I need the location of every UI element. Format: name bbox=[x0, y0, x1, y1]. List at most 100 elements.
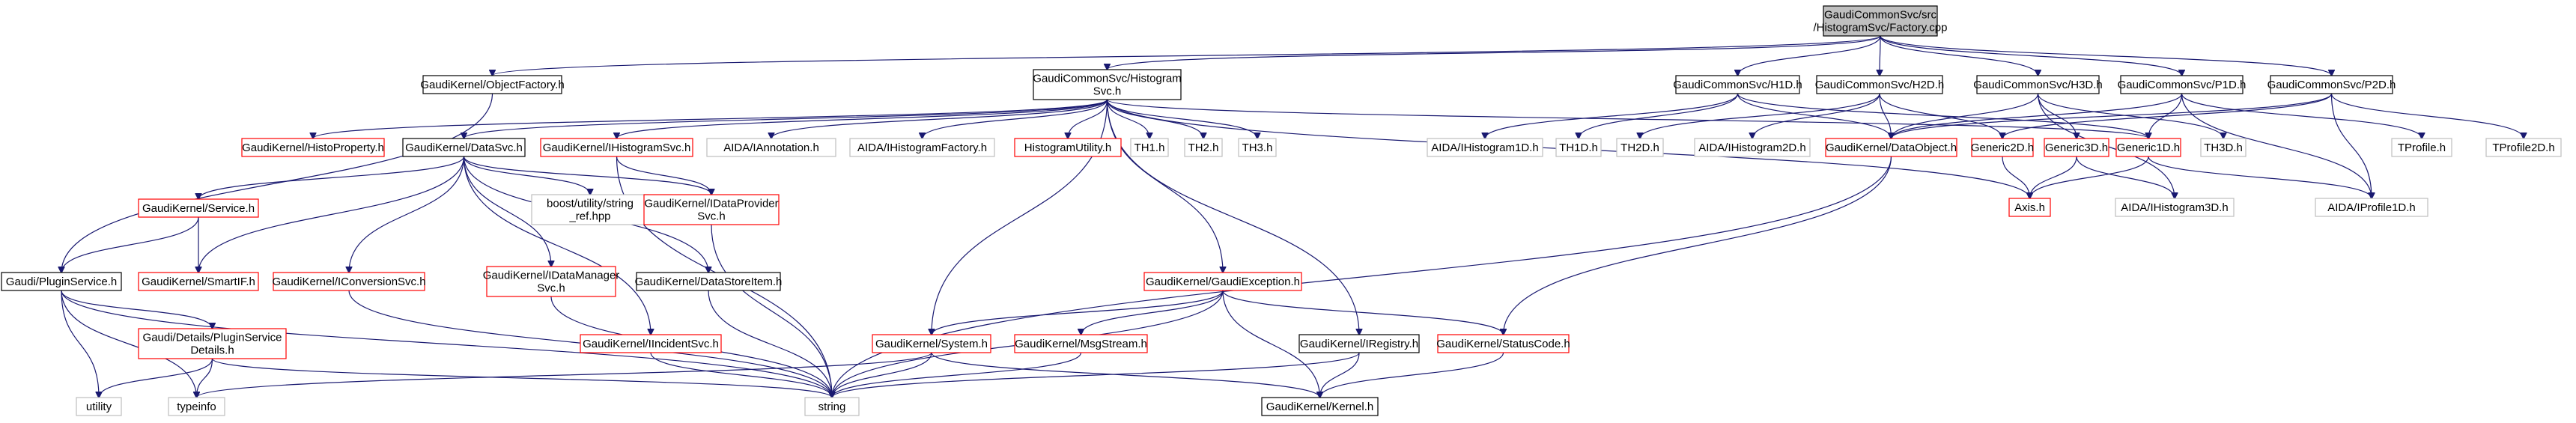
node-axis-h[interactable]: Axis.h bbox=[2008, 198, 2051, 217]
node-box bbox=[1238, 138, 1277, 157]
node-label: GaudiCommonSvc/P2D.h bbox=[2267, 79, 2396, 91]
node-boost-utility-string-ref-hpp: boost/utility/string_ref.hpp bbox=[531, 194, 649, 225]
node-generic3d-h[interactable]: Generic3D.h bbox=[2044, 138, 2109, 157]
edge-generic1d-to-aidap1 bbox=[2148, 156, 2372, 198]
node-gaudicommonsvc-p1d-h[interactable]: GaudiCommonSvc/P1D.h bbox=[2118, 75, 2247, 94]
node-gaudicommonsvc-src-histogramsvc-factory-cpp[interactable]: GaudiCommonSvc/src/HistogramSvc/Factory.… bbox=[1814, 5, 1948, 37]
node-box bbox=[2044, 138, 2109, 157]
edge-p2d-to-aidap1 bbox=[2330, 93, 2372, 198]
node-typeinfo: typeinfo bbox=[168, 397, 225, 416]
node-gaudikernel-service-h[interactable]: GaudiKernel/Service.h bbox=[138, 198, 259, 218]
node-label: GaudiCommonSvc/Histogram bbox=[1033, 73, 1181, 85]
node-generic1d-h[interactable]: Generic1D.h bbox=[2115, 138, 2181, 157]
edge-objfactory-to-plugin bbox=[61, 93, 493, 273]
node-generic2d-h[interactable]: Generic2D.h bbox=[1971, 138, 2034, 157]
node-box bbox=[1, 272, 122, 291]
node-gaudikernel-objectfactory-h[interactable]: GaudiKernel/ObjectFactory.h bbox=[420, 75, 565, 94]
node-label: GaudiKernel/StatusCode.h bbox=[1436, 338, 1570, 350]
node-gaudicommonsvc-histogramsvc-h[interactable]: GaudiCommonSvc/HistogramSvc.h bbox=[1033, 69, 1182, 100]
edge-histsvc-to-th3 bbox=[1106, 99, 1258, 139]
node-label: AIDA/IHistogram2D.h bbox=[1698, 141, 1805, 154]
node-label: boost/utility/string bbox=[547, 198, 634, 210]
edge-histsvc-to-generic1d bbox=[1106, 99, 2149, 139]
edge-histsvc-to-aidahistfac bbox=[923, 99, 1108, 139]
node-gaudikernel-iconversionsvc-h[interactable]: GaudiKernel/IConversionSvc.h bbox=[272, 272, 426, 291]
node-gaudikernel-system-h[interactable]: GaudiKernel/System.h bbox=[872, 334, 991, 353]
node-label: AIDA/IAnnotation.h bbox=[723, 141, 819, 154]
node-box bbox=[1298, 334, 1420, 353]
node-label: GaudiKernel/IIncidentSvc.h bbox=[583, 338, 719, 350]
node-aida-iprofile1d-h: AIDA/IProfile1D.h bbox=[2315, 198, 2428, 217]
edge-iregistry-to-string bbox=[832, 352, 1360, 398]
node-box bbox=[273, 272, 425, 291]
node-gaudikernel-gaudiexception-h[interactable]: GaudiKernel/GaudiException.h bbox=[1143, 272, 1302, 291]
node-gaudicommonsvc-h1d-h[interactable]: GaudiCommonSvc/H1D.h bbox=[1673, 75, 1802, 94]
node-gaudikernel-statuscode-h[interactable]: GaudiKernel/StatusCode.h bbox=[1436, 334, 1570, 353]
node-label: Details.h bbox=[190, 344, 234, 357]
edge-pluginsd-to-utility bbox=[99, 358, 213, 398]
node-box bbox=[1014, 138, 1122, 157]
node-gaudikernel-iregistry-h[interactable]: GaudiKernel/IRegistry.h bbox=[1298, 334, 1420, 353]
node-gaudikernel-dataobject-h[interactable]: GaudiKernel/DataObject.h bbox=[1825, 138, 1957, 157]
node-gaudicommonsvc-h2d-h[interactable]: GaudiCommonSvc/H2D.h bbox=[1815, 75, 1945, 94]
edge-plugin-to-string bbox=[61, 290, 832, 398]
node-box bbox=[1014, 334, 1148, 353]
node-gaudicommonsvc-h3d-h[interactable]: GaudiCommonSvc/H3D.h bbox=[1973, 75, 2103, 94]
node-gaudikernel-smartif-h[interactable]: GaudiKernel/SmartIF.h bbox=[138, 272, 259, 291]
node-histogramutility-h[interactable]: HistogramUtility.h bbox=[1014, 138, 1122, 157]
node-label: Generic3D.h bbox=[2045, 141, 2108, 154]
edge-generic3d-to-aidah3 bbox=[2076, 156, 2175, 198]
node-gaudicommonsvc-p2d-h[interactable]: GaudiCommonSvc/P2D.h bbox=[2267, 75, 2396, 94]
node-label: typeinfo bbox=[177, 401, 216, 413]
node-label: TH3D.h bbox=[2204, 141, 2243, 154]
node-box bbox=[1184, 138, 1223, 157]
edge-root-to-p1d bbox=[1880, 35, 2182, 76]
node-th2d-h: TH2D.h bbox=[1616, 138, 1664, 157]
node-box bbox=[138, 328, 287, 359]
edge-p1d-to-tprofile bbox=[2181, 93, 2422, 139]
edge-datasvc-to-boostref bbox=[463, 156, 591, 195]
edge-h2d-to-th2d bbox=[1640, 93, 1880, 139]
edge-h3d-to-dataobj bbox=[1892, 93, 2039, 139]
node-gaudikernel-datastoreitem-h[interactable]: GaudiKernel/DataStoreItem.h bbox=[635, 272, 783, 291]
node-label: TProfile.h bbox=[2398, 141, 2446, 154]
node-th3-h: TH3.h bbox=[1238, 138, 1277, 157]
edge-root-to-objfactory bbox=[493, 35, 1881, 76]
edge-system-to-kernel bbox=[931, 352, 1320, 398]
edge-gaudiexc-to-statuscode bbox=[1222, 290, 1504, 335]
edge-gaudiexc-to-msgstream bbox=[1081, 290, 1224, 335]
edge-datasvc-to-iconv bbox=[349, 156, 465, 273]
edge-generic3d-to-axis bbox=[2030, 156, 2077, 198]
node-aida-iannotation-h: AIDA/IAnnotation.h bbox=[706, 138, 836, 157]
node-aida-ihistogram2d-h: AIDA/IHistogram2D.h bbox=[1694, 138, 1811, 157]
edge-h1d-to-aidah1 bbox=[1485, 93, 1739, 139]
node-box bbox=[138, 272, 259, 291]
node-gaudikernel-iincidentsvc-h[interactable]: GaudiKernel/IIncidentSvc.h bbox=[580, 334, 722, 353]
node-gaudikernel-ihistogramsvc-h[interactable]: GaudiKernel/IHistogramSvc.h bbox=[540, 138, 693, 157]
node-label: GaudiKernel/HistoProperty.h bbox=[242, 141, 384, 154]
node-gaudikernel-histoproperty-h[interactable]: GaudiKernel/HistoProperty.h bbox=[241, 138, 385, 157]
edge-plugin-to-pluginsd bbox=[61, 290, 213, 329]
edge-service-to-plugin bbox=[61, 216, 199, 273]
node-label: TProfile2D.h bbox=[2492, 141, 2554, 154]
node-box bbox=[804, 397, 860, 416]
node-box bbox=[2270, 75, 2393, 94]
node-label: GaudiKernel/System.h bbox=[875, 338, 988, 350]
node-box bbox=[241, 138, 385, 157]
node-gaudikernel-msgstream-h[interactable]: GaudiKernel/MsgStream.h bbox=[1014, 334, 1148, 353]
node-box bbox=[580, 334, 722, 353]
node-label: AIDA/IHistogram1D.h bbox=[1431, 141, 1538, 154]
edge-root-to-histsvc bbox=[1108, 35, 1881, 70]
node-gaudikernel-kernel-h[interactable]: GaudiKernel/Kernel.h bbox=[1261, 397, 1379, 416]
node-label: Svc.h bbox=[1093, 85, 1122, 98]
node-th2-h: TH2.h bbox=[1184, 138, 1223, 157]
node-gaudikernel-datasvc-h[interactable]: GaudiKernel/DataSvc.h bbox=[402, 138, 526, 157]
node-box bbox=[1675, 75, 1800, 94]
node-gaudi-pluginservice-h[interactable]: Gaudi/PluginService.h bbox=[1, 272, 122, 291]
node-label: GaudiKernel/ObjectFactory.h bbox=[420, 79, 564, 91]
node-label: GaudiKernel/IDataManager bbox=[483, 270, 620, 282]
edge-plugin-to-utility bbox=[61, 290, 99, 398]
